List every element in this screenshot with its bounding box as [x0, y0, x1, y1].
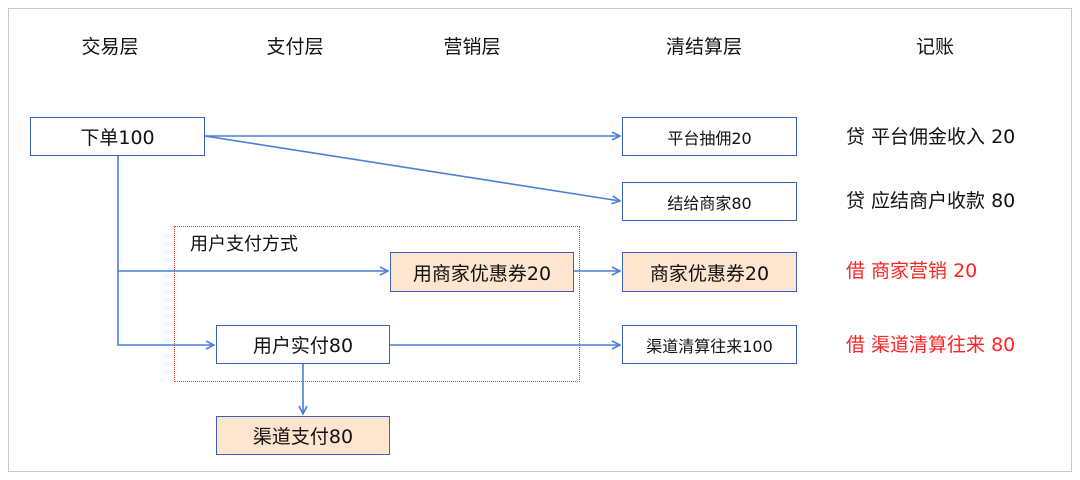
- user-payment-method-label: 用户支付方式: [190, 234, 298, 255]
- column-header-trade: 交易层: [81, 36, 139, 58]
- column-header-bookkeeping: 记账: [915, 36, 954, 58]
- node-order: 下单100: [30, 117, 205, 156]
- arrow-order-to-settle: [204, 135, 620, 201]
- node-user-paid: 用户实付80: [216, 325, 390, 364]
- node-merchant-coupon: 商家优惠券20: [622, 252, 797, 292]
- node-channel-payment: 渠道支付80: [216, 416, 390, 455]
- entry-credit-platform-commission: 贷 平台佣金收入 20: [846, 126, 1016, 148]
- arrow-order-to-coupon: [117, 156, 388, 271]
- node-use-merchant-coupon: 用商家优惠券20: [390, 252, 574, 292]
- user-payment-method-group: [174, 226, 580, 382]
- arrow-order-to-userpaid: [117, 271, 214, 345]
- column-header-clearing: 清结算层: [665, 36, 742, 58]
- node-settle-merchant: 结给商家80: [622, 182, 797, 221]
- column-header-payment: 支付层: [266, 36, 324, 58]
- entry-debit-merchant-marketing: 借 商家营销 20: [846, 260, 978, 282]
- entry-credit-merchant-settlement: 贷 应结商户收款 80: [846, 190, 1016, 212]
- diagram-frame: [8, 8, 1072, 472]
- node-channel-clearing: 渠道清算往来100: [622, 325, 797, 364]
- entry-debit-channel-clearing: 借 渠道清算往来 80: [846, 334, 1016, 356]
- column-header-marketing: 营销层: [443, 36, 501, 58]
- node-platform-commission: 平台抽佣20: [622, 117, 797, 156]
